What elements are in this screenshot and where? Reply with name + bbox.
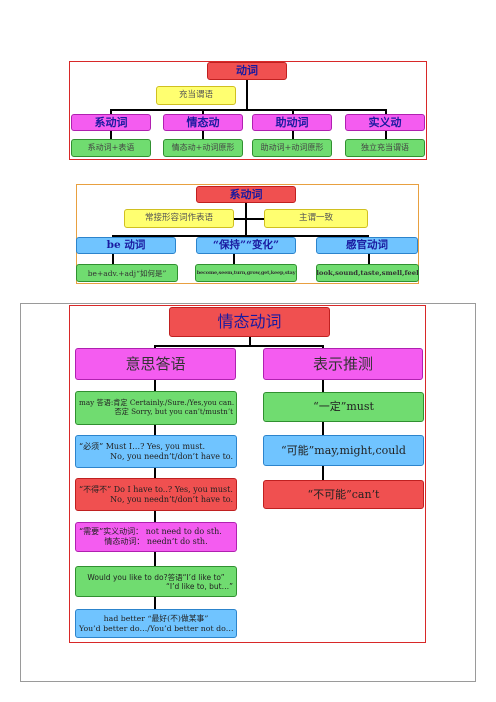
may-answer-item: may 答语:肯定 Certainly./Sure./Yes,you can. … — [75, 391, 237, 425]
linking-verb-root-node: 系动词 — [196, 186, 296, 203]
have-to-answer-line-1: “不得不” Do I have to..? Yes, you must. — [79, 484, 233, 494]
subject-verb-agreement-note: 主谓一致 — [264, 209, 368, 228]
had-better-line-2: You’d better do…/You’d better not do… — [79, 623, 234, 633]
need-answer-line-1: “需要”实义动词： not need to do sth. — [79, 527, 222, 537]
adjective-predicative-note: 常接形容词作表语 — [124, 209, 234, 228]
keep-change-verb-desc: become,seem,turn,grow,get,keep,stay — [195, 264, 297, 282]
need-answer-item: “需要”实义动词： not need to do sth. 情态动词： need… — [75, 522, 237, 552]
auxiliary-verb-node: 助动词 — [252, 114, 332, 131]
sense-verb-node: 感官动词 — [316, 237, 418, 254]
cant-inference-item: “不可能”can’t — [263, 480, 424, 509]
would-like-answer-item: Would you like to do?答语“I’d like to” “I’… — [75, 566, 237, 597]
modal-verb-diagram-frame — [69, 305, 426, 643]
keep-change-verb-node: “保持”“变化” — [196, 237, 296, 254]
meaning-answers-header: 意思答语 — [75, 348, 236, 380]
lexical-verb-node: 实义动 — [345, 114, 425, 131]
predicate-note: 充当谓语 — [156, 86, 236, 105]
modal-verb-desc: 情态动+动词原形 — [163, 139, 243, 157]
must-answer-line-2: No, you needn’t/don’t have to. — [110, 451, 233, 461]
modal-verb-node: 情态动 — [163, 114, 243, 131]
inference-header: 表示推测 — [263, 348, 423, 380]
linking-verb-diagram-frame — [76, 184, 419, 284]
had-better-item: had better “最好(不)做某事” You’d better do…/Y… — [75, 609, 237, 638]
had-better-line-1: had better “最好(不)做某事” — [103, 614, 209, 624]
auxiliary-verb-desc: 助动词+动词原形 — [252, 139, 332, 157]
need-answer-line-2: 情态动词： needn’t do sth. — [104, 537, 208, 546]
be-verb-desc: be+adv.+adj“如何是” — [76, 264, 178, 282]
sense-verb-desc: look,sound,taste,smell,feel — [316, 264, 419, 282]
have-to-answer-item: “不得不” Do I have to..? Yes, you must. No,… — [75, 478, 237, 511]
must-answer-line-1: “必须” Must I…? Yes, you must. — [79, 441, 206, 451]
verb-root-node: 动词 — [207, 62, 287, 80]
page-frame — [20, 303, 476, 682]
must-inference-item: “一定”must — [263, 392, 424, 422]
may-answer-line-2: 否定 Sorry, but you can’t/mustn’t — [114, 407, 233, 416]
would-like-line-1: Would you like to do?答语“I’d like to” — [87, 572, 225, 582]
verb-diagram-frame — [69, 61, 427, 160]
linking-verb-desc: 系动词+表语 — [71, 139, 151, 157]
linking-verb-node: 系动词 — [71, 114, 151, 131]
lexical-verb-desc: 独立充当谓语 — [345, 139, 425, 157]
must-answer-item: “必须” Must I…? Yes, you must. No, you nee… — [75, 435, 237, 468]
be-verb-node: be 动词 — [76, 237, 176, 254]
may-answer-line-1: may 答语:肯定 Certainly./Sure./Yes,you can. — [79, 398, 235, 408]
modal-verb-root-node: 情态动词 — [169, 307, 330, 337]
may-might-could-inference-item: “可能”may,might,could — [263, 435, 424, 466]
would-like-line-2: “I’d like to, but…” — [165, 581, 233, 591]
have-to-answer-line-2: No, you needn’t/don’t have to. — [110, 494, 233, 504]
